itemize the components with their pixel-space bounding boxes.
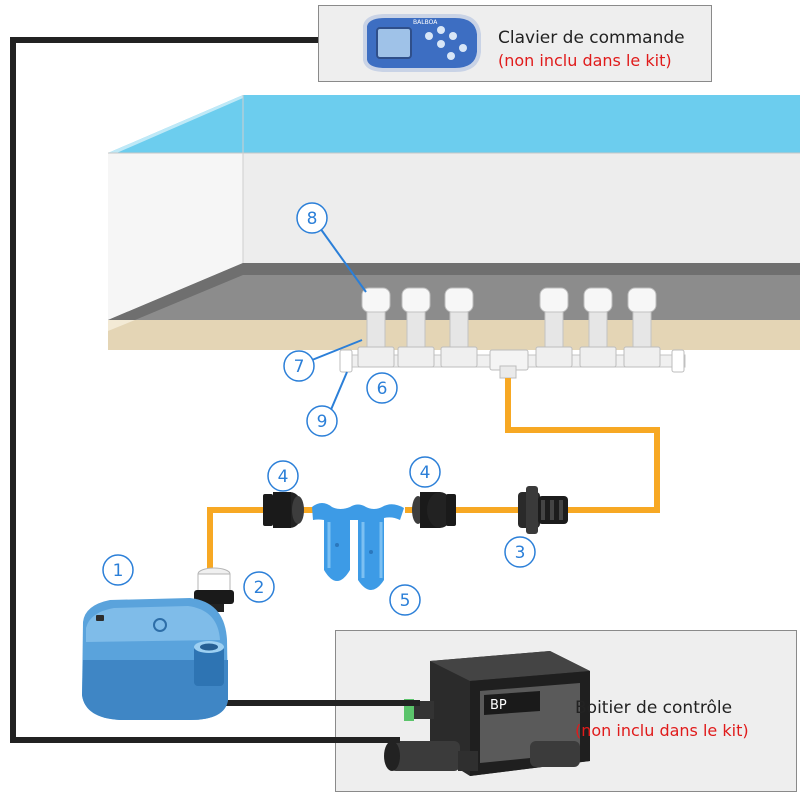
control-box-title: Boitier de contrôle: [575, 698, 733, 718]
air-injector-body-icon: [397, 287, 435, 368]
water-surface: [108, 95, 800, 153]
air-injector-icon: [440, 287, 478, 368]
air-injector-row: [357, 287, 661, 368]
keypad-note: (non inclu dans le kit): [498, 51, 672, 70]
callout-numbers: 1 2 3 4 4 5 6 7 8 9: [113, 209, 526, 611]
hose-adapter-icon: [263, 492, 304, 528]
air-injector-icon: [579, 287, 617, 368]
callout-number: 4: [420, 463, 431, 483]
callout-number: 8: [307, 209, 318, 229]
spa-basin: [108, 95, 800, 350]
hose-adapter-icon: [412, 492, 456, 528]
keypad-cable: [10, 37, 400, 743]
callout-number: 1: [113, 561, 124, 581]
air-injector-icon: [623, 287, 661, 368]
keypad-title: Clavier de commande: [498, 28, 685, 48]
callout-lines: [311, 227, 367, 413]
control-box-caption-box: BP Boitier de contrôle (non inclu dans l…: [335, 630, 797, 792]
callout-number: 9: [317, 412, 328, 432]
control-box-label: BP: [490, 698, 507, 713]
callout-number: 4: [278, 467, 289, 487]
union-connector-icon: [518, 486, 568, 534]
callout-number: 6: [377, 379, 388, 399]
air-injector-icon: [535, 287, 573, 368]
control-box-note: (non inclu dans le kit): [575, 721, 749, 740]
hose-adapter-to-valve: [207, 507, 265, 585]
keypad-brand: BALBOA: [413, 19, 438, 26]
basin-side-wall: [108, 153, 243, 320]
callout-number: 2: [254, 578, 265, 598]
keypad-icon: BALBOA: [363, 14, 481, 72]
ground-side: [108, 320, 135, 331]
basin-top-rim: [108, 95, 243, 155]
air-blower-icon: [82, 598, 228, 720]
callout-number: 5: [400, 591, 411, 611]
callout-number: 7: [294, 357, 305, 377]
hose-manifold-to-union: [505, 378, 660, 513]
callout-markers: [102, 202, 536, 616]
control-box-icon: BP: [384, 651, 590, 776]
basin-floor-shade: [108, 263, 800, 320]
keypad-caption-box: BALBOA Clavier de commande (non inclu da…: [318, 5, 712, 82]
callout-number: 3: [515, 543, 526, 563]
air-injector-cap-icon: [357, 287, 395, 368]
hartford-loop-icon: [312, 503, 404, 590]
